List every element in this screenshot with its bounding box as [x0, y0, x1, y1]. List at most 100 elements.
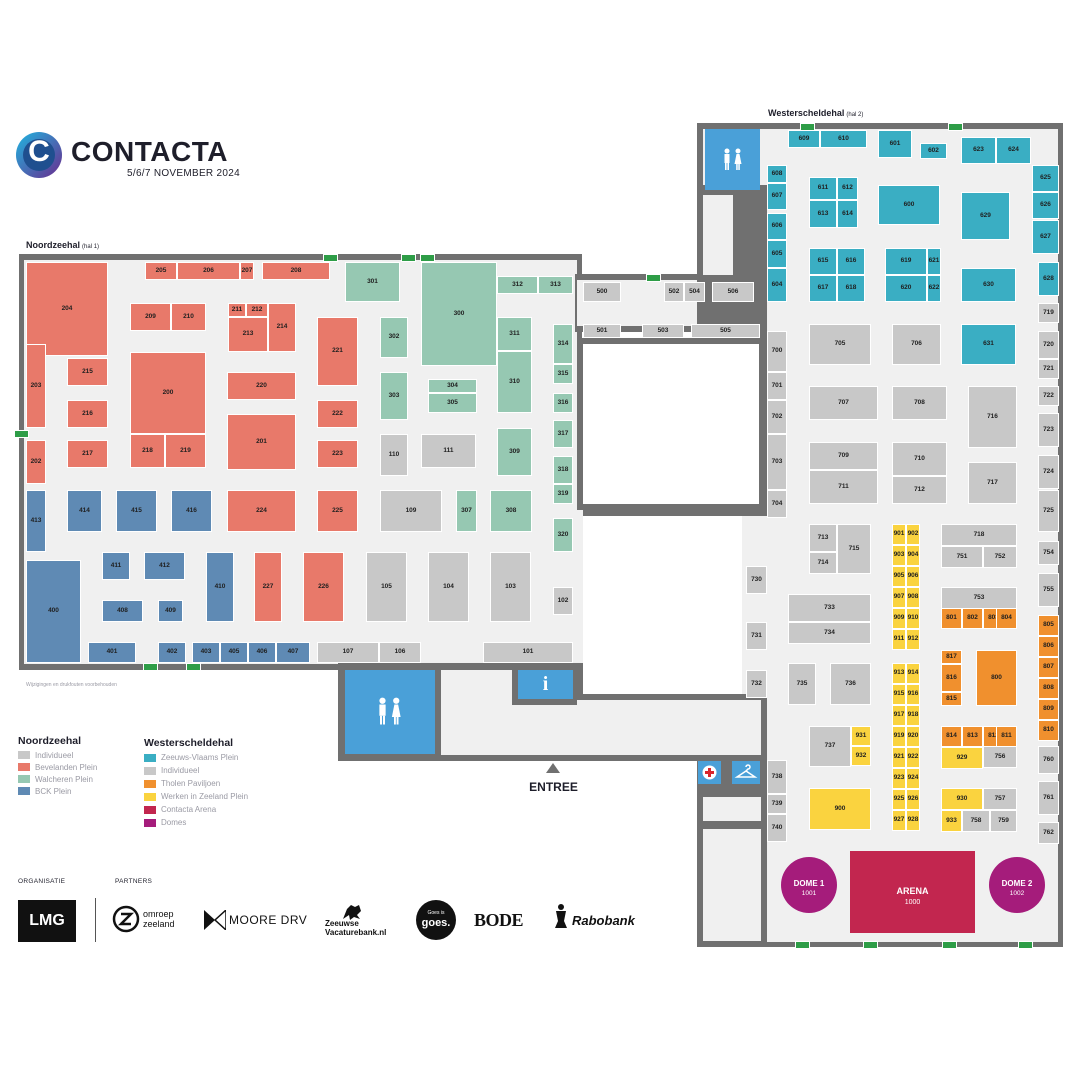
booth-319[interactable]: 319: [553, 484, 573, 504]
booth-758[interactable]: 758: [962, 810, 990, 832]
booth-932[interactable]: 932: [851, 746, 871, 766]
booth-711[interactable]: 711: [809, 470, 878, 504]
booth-705[interactable]: 705: [809, 324, 871, 365]
booth-101[interactable]: 101: [483, 642, 573, 663]
booth-225[interactable]: 225: [317, 490, 358, 532]
booth-614[interactable]: 614: [837, 200, 858, 228]
booth-622[interactable]: 622: [927, 275, 941, 302]
booth-804[interactable]: 804: [996, 608, 1017, 629]
booth-411[interactable]: 411: [102, 552, 130, 580]
booth-604[interactable]: 604: [767, 268, 787, 302]
booth-209[interactable]: 209: [130, 303, 171, 331]
booth-213[interactable]: 213: [228, 317, 268, 352]
booth-314[interactable]: 314: [553, 324, 573, 364]
booth-408[interactable]: 408: [102, 600, 143, 622]
booth-629[interactable]: 629: [961, 192, 1010, 240]
booth-723[interactable]: 723: [1038, 413, 1059, 447]
booth-219[interactable]: 219: [165, 434, 206, 468]
booth-205[interactable]: 205: [145, 262, 177, 280]
booth-907[interactable]: 907: [892, 587, 906, 608]
booth-307[interactable]: 307: [456, 490, 477, 532]
booth-203[interactable]: 203: [26, 344, 46, 428]
booth-620[interactable]: 620: [885, 275, 927, 302]
booth-922[interactable]: 922: [906, 747, 920, 768]
booth-755[interactable]: 755: [1038, 573, 1059, 607]
booth-308[interactable]: 308: [490, 490, 532, 532]
booth-631[interactable]: 631: [961, 324, 1016, 365]
booth-206[interactable]: 206: [177, 262, 240, 280]
booth-730[interactable]: 730: [746, 566, 767, 594]
booth-208[interactable]: 208: [262, 262, 330, 280]
booth-721[interactable]: 721: [1038, 359, 1059, 379]
booth-602[interactable]: 602: [920, 143, 947, 159]
booth-700[interactable]: 700: [767, 331, 787, 372]
booth-736[interactable]: 736: [830, 663, 871, 705]
booth-902[interactable]: 902: [906, 524, 920, 545]
booth-800[interactable]: 800: [976, 650, 1017, 706]
booth-905[interactable]: 905: [892, 566, 906, 587]
booth-502[interactable]: 502: [664, 282, 684, 302]
booth-752[interactable]: 752: [983, 546, 1017, 568]
booth-610[interactable]: 610: [820, 130, 867, 148]
booth-735[interactable]: 735: [788, 663, 816, 705]
booth-320[interactable]: 320: [553, 518, 573, 552]
booth-311[interactable]: 311: [497, 317, 532, 351]
booth-926[interactable]: 926: [906, 789, 920, 810]
booth-930[interactable]: 930: [941, 788, 983, 810]
booth-908[interactable]: 908: [906, 587, 920, 608]
booth-913[interactable]: 913: [892, 663, 906, 684]
booth-810[interactable]: 810: [1038, 720, 1059, 741]
booth-733[interactable]: 733: [788, 594, 871, 622]
booth-606[interactable]: 606: [767, 213, 787, 240]
booth-719[interactable]: 719: [1038, 303, 1059, 323]
booth-217[interactable]: 217: [67, 440, 108, 468]
booth-106[interactable]: 106: [379, 642, 421, 663]
booth-506[interactable]: 506: [712, 282, 754, 302]
booth-704[interactable]: 704: [767, 490, 787, 518]
booth-732[interactable]: 732: [746, 670, 767, 698]
booth-630[interactable]: 630: [961, 268, 1016, 302]
booth-808[interactable]: 808: [1038, 678, 1059, 699]
booth-318[interactable]: 318: [553, 456, 573, 484]
booth-737[interactable]: 737: [809, 726, 851, 767]
booth-218[interactable]: 218: [130, 434, 165, 468]
booth-414[interactable]: 414: [67, 490, 102, 532]
booth-762[interactable]: 762: [1038, 822, 1059, 844]
booth-309[interactable]: 309: [497, 428, 532, 476]
booth-706[interactable]: 706: [892, 324, 941, 365]
booth-109[interactable]: 109: [380, 490, 442, 532]
booth-619[interactable]: 619: [885, 248, 927, 275]
booth-407[interactable]: 407: [276, 642, 310, 663]
booth-703[interactable]: 703: [767, 434, 787, 490]
booth-738[interactable]: 738: [767, 760, 787, 794]
booth-802[interactable]: 802: [962, 608, 983, 629]
booth-625[interactable]: 625: [1032, 165, 1059, 192]
booth-813[interactable]: 813: [962, 726, 983, 747]
booth-923[interactable]: 923: [892, 768, 906, 789]
booth-315[interactable]: 315: [553, 364, 573, 384]
booth-701[interactable]: 701: [767, 372, 787, 400]
booth-914[interactable]: 914: [906, 663, 920, 684]
booth-214[interactable]: 214: [268, 303, 296, 352]
booth-607[interactable]: 607: [767, 183, 787, 210]
booth-715[interactable]: 715: [837, 524, 871, 574]
booth-626[interactable]: 626: [1032, 192, 1059, 219]
booth-600[interactable]: 600: [878, 185, 940, 225]
booth-503[interactable]: 503: [642, 324, 684, 338]
booth-210[interactable]: 210: [171, 303, 206, 331]
booth-912[interactable]: 912: [906, 629, 920, 650]
booth-725[interactable]: 725: [1038, 490, 1059, 532]
booth-223[interactable]: 223: [317, 440, 358, 468]
booth-102[interactable]: 102: [553, 587, 573, 615]
booth-605[interactable]: 605: [767, 240, 787, 268]
booth-751[interactable]: 751: [941, 546, 983, 568]
booth-409[interactable]: 409: [158, 600, 183, 622]
booth-918[interactable]: 918: [906, 705, 920, 726]
booth-933[interactable]: 933: [941, 810, 962, 832]
booth-628[interactable]: 628: [1038, 262, 1059, 296]
booth-816[interactable]: 816: [941, 664, 962, 692]
booth-402[interactable]: 402: [158, 642, 186, 663]
booth-814[interactable]: 814: [941, 726, 962, 747]
booth-714[interactable]: 714: [809, 552, 837, 574]
booth-734[interactable]: 734: [788, 622, 871, 644]
